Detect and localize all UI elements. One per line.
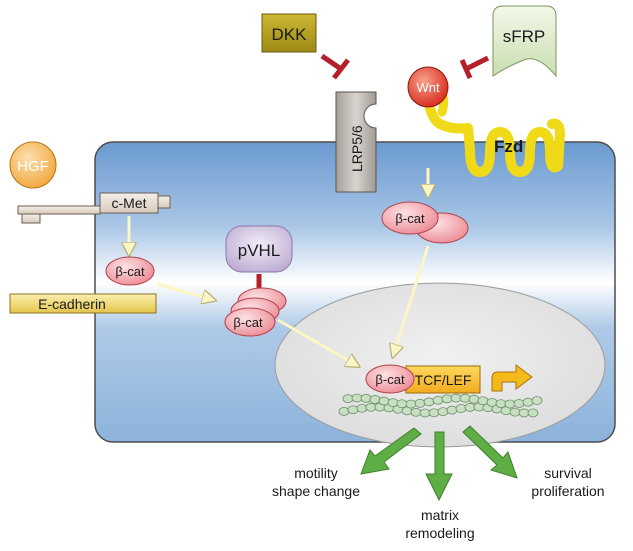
hgf-label: HGF [17,158,49,175]
pvhl-label: pVHL [238,241,281,260]
output-matrix-line2: remodeling [405,525,474,541]
svg-text:β-cat: β-cat [395,211,425,226]
output-arrows [360,425,518,502]
chromatin-bead [342,394,354,404]
chromatin-bead [423,397,435,407]
bcat-left-to-stack-arrow [156,282,214,300]
beta-catenin-stack: β-cat [224,287,287,337]
e-cadherin-label: E-cadherin [38,296,106,312]
nuclear-complex: TCF/LEF β-cat [365,364,481,394]
nucleus [274,282,606,448]
beta-catenin-cytoplasm: β-cat [381,201,469,244]
chromatin-bead [369,395,381,404]
nuclear-bcat-label: β-cat [375,372,405,387]
beta-catenin-membrane: β-cat [105,256,155,286]
chromatin [338,393,543,418]
output-survival-line2: proliferation [531,483,604,499]
chromatin-bead [396,399,408,409]
chromatin-bead [432,395,444,405]
chromatin-bead [351,393,363,403]
chromatin-bead [446,405,458,415]
chromatin-bead [405,399,417,409]
chromatin-bead [428,408,440,418]
chromatin-bead [414,398,426,408]
chromatin-bead [387,398,399,408]
output-arrow-survival [462,425,518,479]
chromatin-bead [360,393,372,403]
output-motility-line2: shape change [272,483,360,499]
lrp5-6-receptor: LRP5/6 [335,91,377,193]
chromatin-bead [518,408,530,418]
output-motility-line1: motility [294,465,338,481]
chromatin-bead [509,407,521,417]
hgf-ligand: HGF [9,141,57,189]
output-matrix-line1: matrix [421,507,459,523]
wnt-ligand: Wnt [407,66,449,108]
bcat-to-nucleus-arrow [393,245,430,356]
chromatin-bead [419,408,431,418]
lrp-label: LRP5/6 [349,125,365,172]
dkk-inhibitor: DKK [261,13,317,53]
sfrp-inhibitor: sFRP [492,5,557,78]
chromatin-bead [468,394,480,404]
output-survival-line1: survival [544,465,591,481]
fzd-label: Fzd [494,137,523,156]
c-met-receptor: c-Met [17,192,171,224]
dkk-label: DKK [272,25,308,44]
chromatin-bead [531,396,543,405]
c-met-label: c-Met [112,195,147,211]
chromatin-bead [338,407,350,416]
tcf-lef-label: TCF/LEF [415,372,472,388]
chromatin-bead [459,393,471,403]
chromatin-bead [477,396,489,406]
chromatin-bead [378,396,390,406]
chromatin-bead [495,399,507,408]
e-cadherin: E-cadherin [9,293,157,314]
chromatin-bead [486,397,498,407]
svg-text:β-cat: β-cat [115,264,145,279]
transcription-arrow [491,364,533,392]
chromatin-bead [513,399,525,408]
chromatin-bead [464,402,476,412]
stack-to-nucleus-arrow [277,318,358,366]
chromatin-bead [365,402,377,412]
svg-text:β-cat: β-cat [233,315,263,330]
chromatin-bead [527,408,539,418]
output-arrow-matrix [425,431,453,502]
sfrp-inhibition-arrow [459,55,490,80]
wnt-label: Wnt [416,80,440,95]
chromatin-bead [347,405,359,415]
chromatin-bead [441,394,453,404]
sfrp-label: sFRP [503,27,546,46]
chromatin-bead [450,393,462,403]
chromatin-bead [410,407,422,417]
chromatin-bead [522,397,534,407]
dkk-inhibition-arrow [320,53,350,80]
chromatin-bead [356,403,368,413]
chromatin-bead [504,399,516,409]
pvhl: pVHL [225,225,293,273]
chromatin-bead [455,404,467,413]
output-arrow-motility [360,427,422,475]
chromatin-bead [437,407,449,417]
